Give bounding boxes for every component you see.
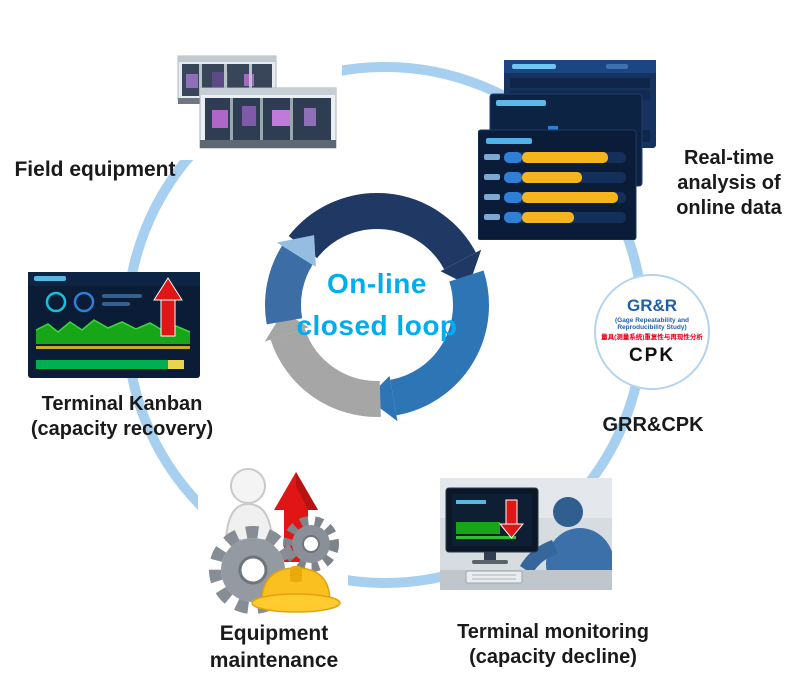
monitor-icon xyxy=(445,487,539,564)
center-caption-line2: closed loop xyxy=(296,310,458,341)
desk-keyboard-icon xyxy=(440,570,612,590)
loop-segment-left-icon xyxy=(265,235,316,325)
field-equipment-image xyxy=(172,48,342,160)
grr-badge-subtitle2: Reproducibility Study) xyxy=(617,324,687,332)
grr-badge-cpk-text: CPK xyxy=(628,344,676,366)
closed-loop-arrows-icon xyxy=(264,192,489,422)
grr-badge-chinese-text: 量具(测量系统)重复性与再现性分析 xyxy=(601,334,703,342)
label-equipment-maintenance-line2: maintenance xyxy=(209,649,339,672)
label-terminal-monitoring: Terminal monitoring (capacity decline) xyxy=(426,620,680,670)
center-caption: On-line closed loop xyxy=(267,243,487,367)
down-arrow-icon xyxy=(498,499,525,539)
label-realtime-line3: online data xyxy=(676,197,782,219)
label-field-equipment: Field equipment xyxy=(14,158,176,181)
grr-badge-title: GR&R xyxy=(626,296,678,316)
up-arrow-icon xyxy=(153,277,183,337)
label-terminal-kanban-line1: Terminal Kanban xyxy=(41,393,203,415)
label-terminal-kanban-line2: (capacity recovery) xyxy=(30,418,214,440)
yellow-progress-segment xyxy=(168,360,184,369)
center-caption-line1: On-line xyxy=(327,268,427,299)
gauge-icons xyxy=(45,291,142,313)
terminal-monitoring-image xyxy=(440,478,612,590)
worker-figure-icon xyxy=(224,468,274,541)
label-realtime-line1: Real-time xyxy=(683,147,775,169)
hard-hat-icon xyxy=(251,566,341,613)
realtime-dashboards-image xyxy=(478,60,656,240)
label-realtime-line2: analysis of xyxy=(677,172,781,194)
green-progress-bar xyxy=(36,360,168,369)
label-equipment-maintenance: Equipment maintenance xyxy=(190,620,358,674)
dashboard-panel-front-icon xyxy=(478,129,637,240)
loop-segment-right-icon xyxy=(367,270,489,422)
terminal-kanban-image xyxy=(28,272,200,378)
label-equipment-maintenance-line1: Equipment xyxy=(219,622,329,645)
loop-segment-bottom-icon xyxy=(264,311,381,417)
label-terminal-monitoring-line2: (capacity decline) xyxy=(469,646,637,668)
label-terminal-kanban: Terminal Kanban (capacity recovery) xyxy=(8,392,236,442)
label-grr-cpk: GRR&CPK xyxy=(602,414,704,436)
small-gear-icon xyxy=(283,516,339,572)
label-realtime-analysis: Real-time analysis of online data xyxy=(658,146,800,221)
grr-cpk-badge: GR&R (Gage Repeatability and Reproducibi… xyxy=(594,274,710,390)
label-terminal-monitoring-line1: Terminal monitoring xyxy=(457,621,649,643)
equipment-maintenance-image xyxy=(198,452,348,624)
grr-badge-subtitle1: (Gage Repeatability and xyxy=(614,316,690,324)
machine-front-icon xyxy=(199,87,337,149)
